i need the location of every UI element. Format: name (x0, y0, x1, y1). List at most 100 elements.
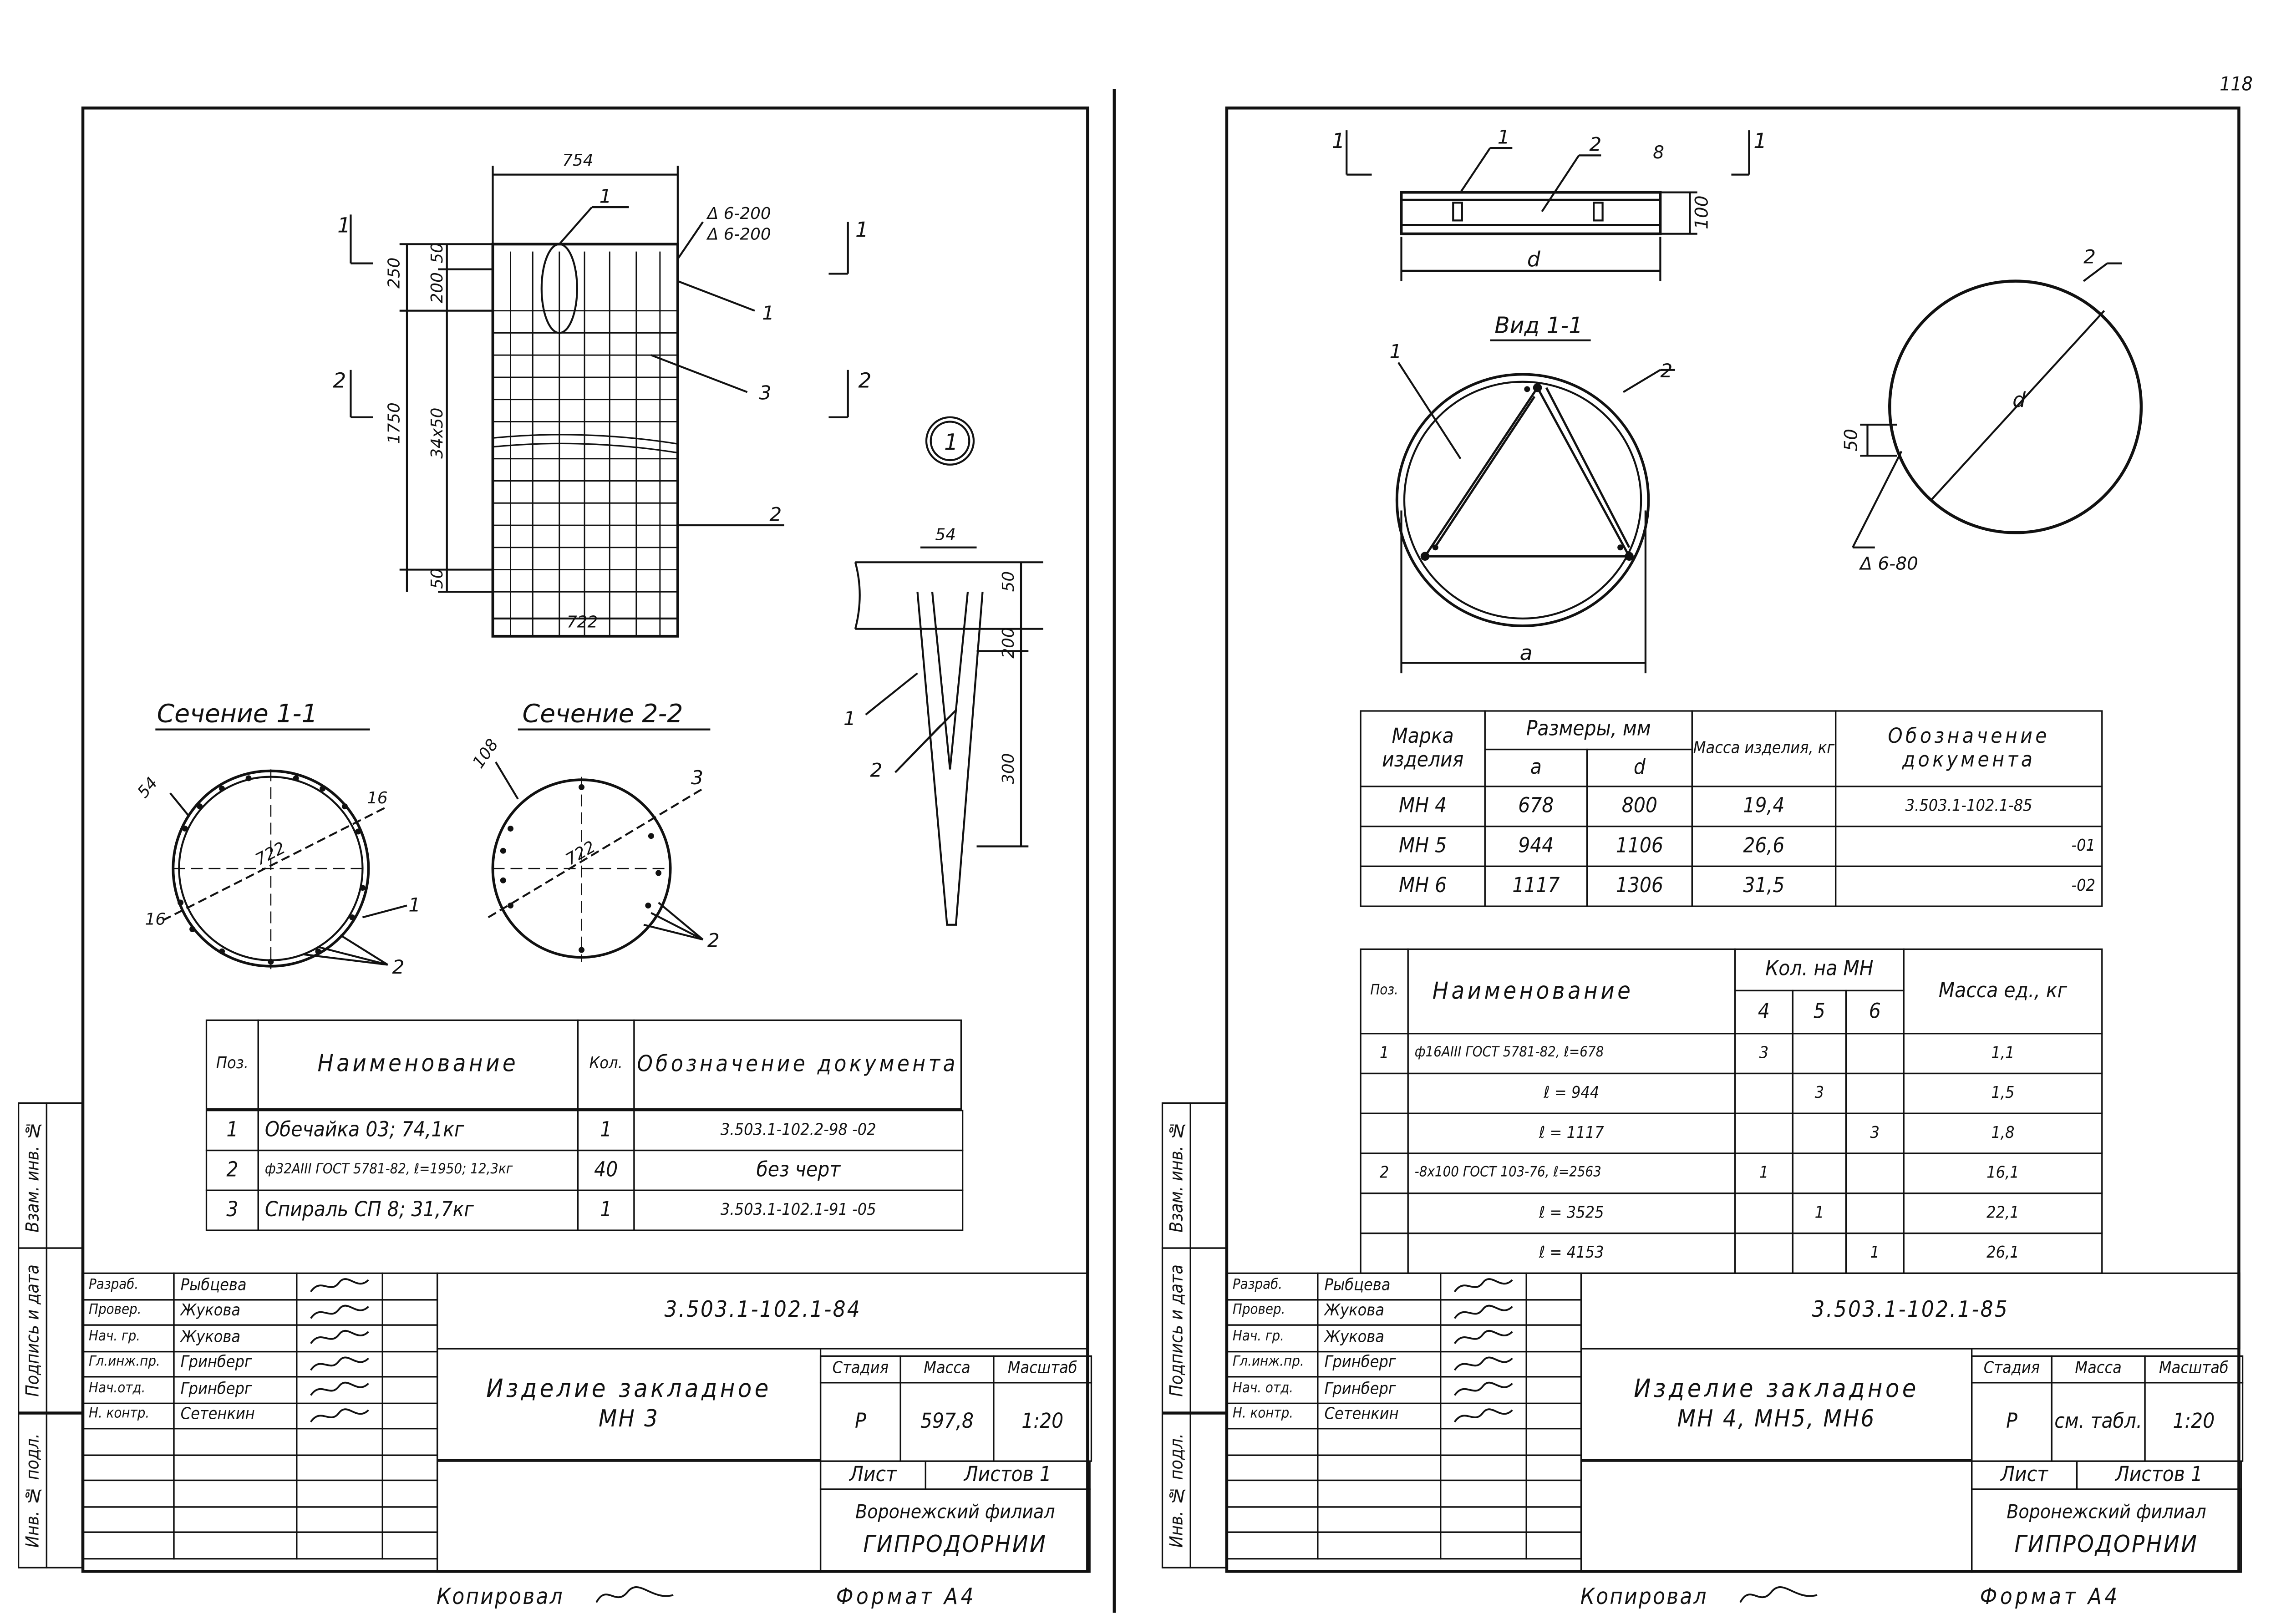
signer-role: Н. контр. (81, 1402, 175, 1430)
signature-icon (1453, 1279, 1513, 1293)
signature-cell (296, 1376, 383, 1404)
signer-role: Нач. отд. (1225, 1376, 1319, 1404)
table-cell: 26,1 (1903, 1232, 2103, 1274)
table-cell: 1117 (1484, 865, 1588, 907)
side-strip-label: Инв. № подл. (1161, 1413, 1191, 1568)
left-drawing: 754 722 250 200 50 1750 34x50 50 Δ 6-200… (134, 151, 1043, 978)
dim-label: 200 (999, 627, 1018, 658)
signer-name (173, 1505, 298, 1533)
signer-name (173, 1428, 298, 1456)
column-header: Масштаб (993, 1355, 1092, 1384)
side-strip-label: Взам. инв. № (18, 1102, 48, 1249)
signature-icon (309, 1330, 369, 1345)
signer-role: Гл.инж.пр. (81, 1350, 175, 1378)
date-cell (1525, 1272, 1582, 1300)
table-cell (1845, 1072, 1905, 1114)
table-cell: ℓ = 944 (1407, 1072, 1736, 1114)
stage-value: Р (1971, 1382, 2052, 1462)
signature-cell (1440, 1479, 1527, 1507)
position-label: 2 (769, 503, 782, 525)
document-code: 3.503.1-102.1-85 (1580, 1272, 2240, 1350)
signer-role (81, 1531, 175, 1559)
table-cell: 1,8 (1903, 1112, 2103, 1154)
column-header: 6 (1845, 990, 1905, 1035)
date-cell (381, 1505, 438, 1533)
date-cell (381, 1453, 438, 1482)
table-cell (1734, 1112, 1793, 1154)
column-header: 4 (1734, 990, 1793, 1035)
signature-cell (1440, 1350, 1527, 1378)
signature-icon (1453, 1356, 1513, 1370)
dim-label: 50 (999, 571, 1018, 592)
signature-icon (309, 1279, 369, 1293)
signature-icon (309, 1408, 369, 1422)
sheets-count: Листов 1 (2076, 1460, 2242, 1490)
signature-cell (1440, 1505, 1527, 1533)
side-strip-field (1189, 1413, 1227, 1568)
table-cell: 2 (205, 1149, 259, 1191)
scale-value: 1:20 (993, 1382, 1092, 1462)
date-cell (1525, 1350, 1582, 1378)
section-mark: 1 (1332, 129, 1345, 153)
position-label: 3 (691, 766, 703, 789)
table-cell (1360, 1112, 1409, 1154)
dim-label: 300 (999, 753, 1018, 784)
empty-cell (436, 1460, 822, 1573)
position-label: 1 (1498, 126, 1510, 148)
signer-name (1317, 1531, 1442, 1559)
signer-role: Нач. гр. (1225, 1324, 1319, 1352)
signer-name: Гринберг (1317, 1376, 1442, 1404)
column-header: Поз. (205, 1019, 259, 1110)
product-title: Изделие закладное (486, 1375, 772, 1405)
product-marks: МН 3 (598, 1403, 660, 1432)
signer-role: Нач.отд. (81, 1376, 175, 1404)
table-cell (1734, 1193, 1793, 1234)
position-label: 1 (843, 707, 856, 730)
signer-role: Провер. (81, 1298, 175, 1326)
right-sheet-frame (1225, 107, 2240, 1573)
signer-role (81, 1453, 175, 1482)
date-cell (1525, 1324, 1582, 1352)
table-cell (1845, 1033, 1905, 1075)
signature-icon (309, 1382, 369, 1396)
column-header: Стадия (819, 1355, 901, 1384)
empty-cell (1580, 1460, 1973, 1573)
column-header: Стадия (1971, 1355, 2052, 1384)
table-cell (1734, 1072, 1793, 1114)
table-cell: 3.503.1-102.1-91 -05 (633, 1189, 964, 1231)
table-cell: без черт (633, 1149, 964, 1191)
signature-icon (309, 1304, 369, 1319)
column-header: Наименование (257, 1019, 579, 1110)
section-title: Сечение 2-2 (523, 699, 683, 728)
table-cell: -8x100 ГОСТ 103-76, ℓ=2563 (1407, 1152, 1736, 1194)
date-cell (1525, 1505, 1582, 1533)
table-cell (1845, 1152, 1905, 1194)
table-cell: 2 (1360, 1152, 1409, 1194)
signature-icon (1453, 1408, 1513, 1422)
table-cell: ℓ = 3525 (1407, 1193, 1736, 1234)
dim-label: 16 (145, 910, 166, 929)
org-name: Воронежский филиал (2007, 1502, 2206, 1524)
table-cell: 3.503.1-102.2-98 -02 (633, 1110, 964, 1152)
position-label: 2 (870, 759, 882, 782)
dim-label: 16 (367, 789, 388, 807)
signer-name: Гринберг (173, 1376, 298, 1404)
table-cell (1734, 1232, 1793, 1274)
dim-50-top: 50 (428, 243, 447, 264)
document-code: 3.503.1-102.1-84 (436, 1272, 1089, 1350)
table-cell: Спираль СП 8; 31,7кг (257, 1189, 579, 1231)
position-label: 2 (392, 956, 404, 978)
table-cell: ℓ = 4153 (1407, 1232, 1736, 1274)
signer-role (81, 1505, 175, 1533)
signer-role (81, 1479, 175, 1507)
signer-name (173, 1531, 298, 1559)
date-cell (381, 1376, 438, 1404)
sheet-label: Лист (819, 1460, 927, 1490)
signature-cell (296, 1453, 383, 1482)
table-cell: 1306 (1586, 865, 1693, 907)
table-cell (1792, 1112, 1847, 1154)
date-cell (1525, 1298, 1582, 1326)
date-cell (381, 1350, 438, 1378)
